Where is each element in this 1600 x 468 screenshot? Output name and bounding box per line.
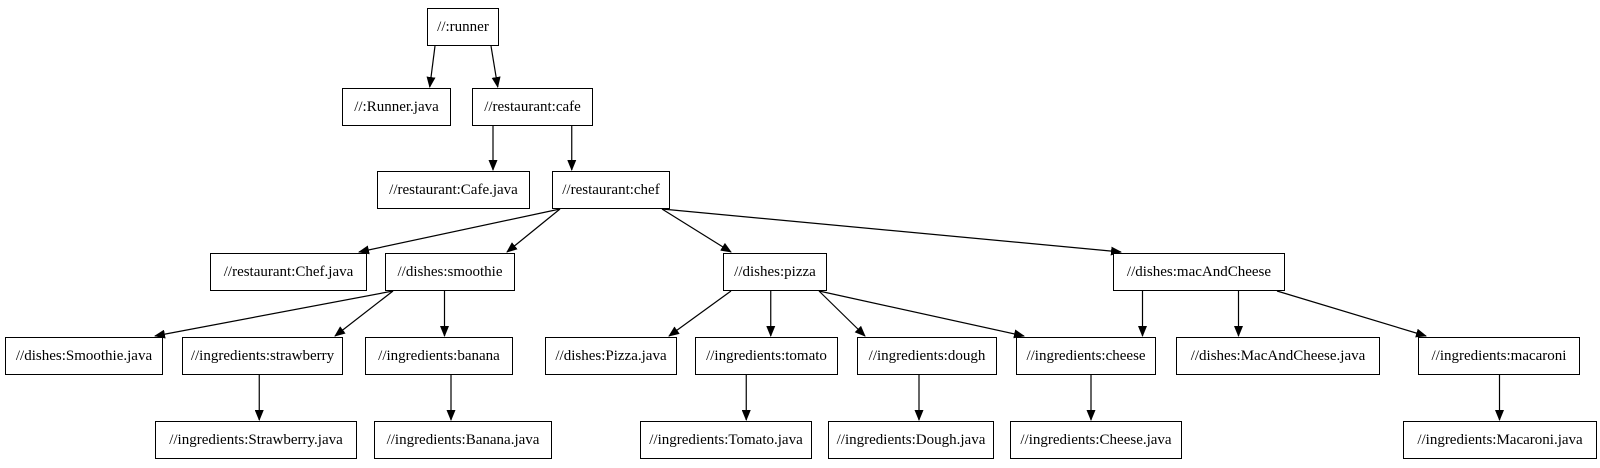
- node-pizza: //dishes:pizza: [723, 253, 827, 291]
- edge-smoothie-strawberry: [334, 290, 394, 337]
- node-dough: //ingredients:dough: [857, 337, 997, 375]
- edge-runner-cafe: [490, 45, 501, 88]
- node-cafe_java: //restaurant:Cafe.java: [377, 171, 530, 209]
- node-tomato: //ingredients:tomato: [695, 337, 838, 375]
- edge-smoothie-smoothie_java: [154, 290, 394, 339]
- node-banana: //ingredients:banana: [365, 337, 513, 375]
- node-macandcheese_java: //dishes:MacAndCheese.java: [1176, 337, 1380, 375]
- node-tomato_java: //ingredients:Tomato.java: [640, 421, 812, 459]
- edge-pizza-dough: [818, 290, 866, 337]
- node-runner: //:runner: [427, 8, 499, 46]
- node-cafe: //restaurant:cafe: [472, 88, 593, 126]
- node-strawberry_java: //ingredients:Strawberry.java: [155, 421, 357, 459]
- edge-chef-chef_java: [358, 208, 561, 255]
- node-cheese_java: //ingredients:Cheese.java: [1010, 421, 1182, 459]
- node-smoothie_java: //dishes:Smoothie.java: [5, 337, 163, 375]
- node-strawberry: //ingredients:strawberry: [182, 337, 343, 375]
- edge-pizza-cheese: [818, 290, 1025, 339]
- node-pizza_java: //dishes:Pizza.java: [545, 337, 677, 375]
- node-macaroni_java: //ingredients:Macaroni.java: [1403, 421, 1597, 459]
- node-macaroni: //ingredients:macaroni: [1418, 337, 1580, 375]
- edge-chef-pizza: [661, 208, 732, 253]
- edges-group: [154, 45, 1504, 421]
- node-macandcheese: //dishes:macAndCheese: [1113, 253, 1285, 291]
- node-banana_java: //ingredients:Banana.java: [374, 421, 552, 459]
- node-dough_java: //ingredients:Dough.java: [828, 421, 994, 459]
- edge-chef-macandcheese: [661, 208, 1122, 256]
- edge-macandcheese-macaroni: [1276, 290, 1427, 338]
- edge-pizza-pizza_java: [668, 290, 732, 337]
- node-runner_java: //:Runner.java: [342, 88, 451, 126]
- node-smoothie: //dishes:smoothie: [385, 253, 515, 291]
- node-chef: //restaurant:chef: [552, 171, 670, 209]
- edge-runner-runner_java: [426, 45, 436, 88]
- edge-chef-smoothie: [506, 208, 561, 253]
- node-chef_java: //restaurant:Chef.java: [210, 253, 367, 291]
- node-cheese: //ingredients:cheese: [1016, 337, 1156, 375]
